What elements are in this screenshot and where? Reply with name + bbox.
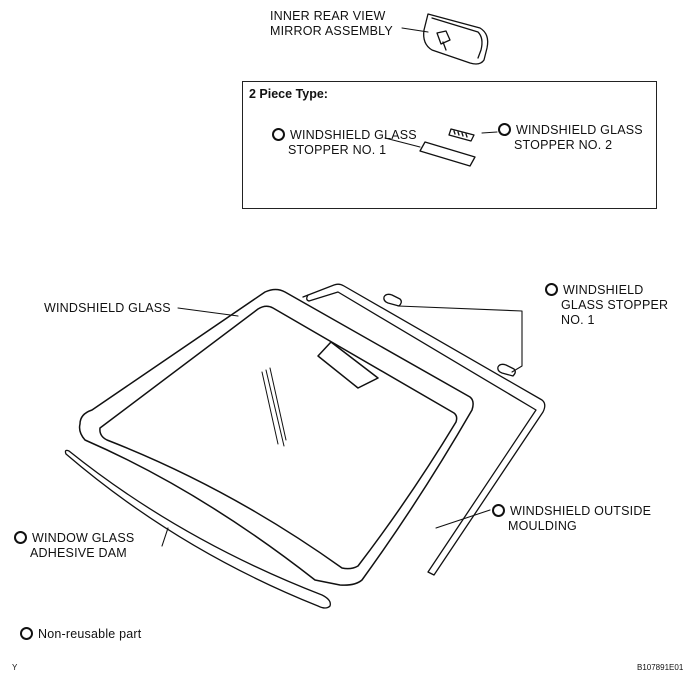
label-box-stopper-no2: WINDSHIELD GLASS STOPPER NO. 2 [498, 123, 643, 153]
figure-id: B107891E01 [637, 663, 684, 672]
outside-moulding-drawing [302, 283, 546, 576]
label-adhesive-dam: WINDOW GLASS ADHESIVE DAM [14, 531, 134, 561]
main-stopper-bottom-drawing [497, 363, 516, 377]
leader-lines [161, 27, 523, 547]
corner-mark: Y [12, 663, 18, 672]
ring-icon [14, 531, 27, 544]
box-stopper-no1-drawing [419, 141, 476, 167]
main-stopper-top-drawing [383, 293, 402, 307]
ring-icon [272, 128, 285, 141]
label-box-stopper-no1: WINDSHIELD GLASS STOPPER NO. 1 [272, 128, 417, 158]
adhesive-dam-drawing [64, 449, 331, 609]
box-stopper-no2-drawing [448, 128, 475, 142]
ring-icon [20, 627, 33, 640]
legend-non-reusable: Non-reusable part [20, 627, 141, 642]
rear-view-mirror-drawing [423, 13, 489, 65]
ring-icon [545, 283, 558, 296]
label-outside-moulding: WINDSHIELD OUTSIDE MOULDING [492, 504, 651, 534]
ring-icon [498, 123, 511, 136]
label-main-stopper-no1: WINDSHIELD GLASS STOPPER NO. 1 [545, 283, 668, 328]
ring-icon [492, 504, 505, 517]
windshield-glass-drawing [78, 288, 474, 586]
box-title: 2 Piece Type: [249, 87, 328, 101]
label-windshield-glass: WINDSHIELD GLASS [44, 301, 171, 315]
two-piece-type-box: 2 Piece Type: [242, 81, 657, 209]
